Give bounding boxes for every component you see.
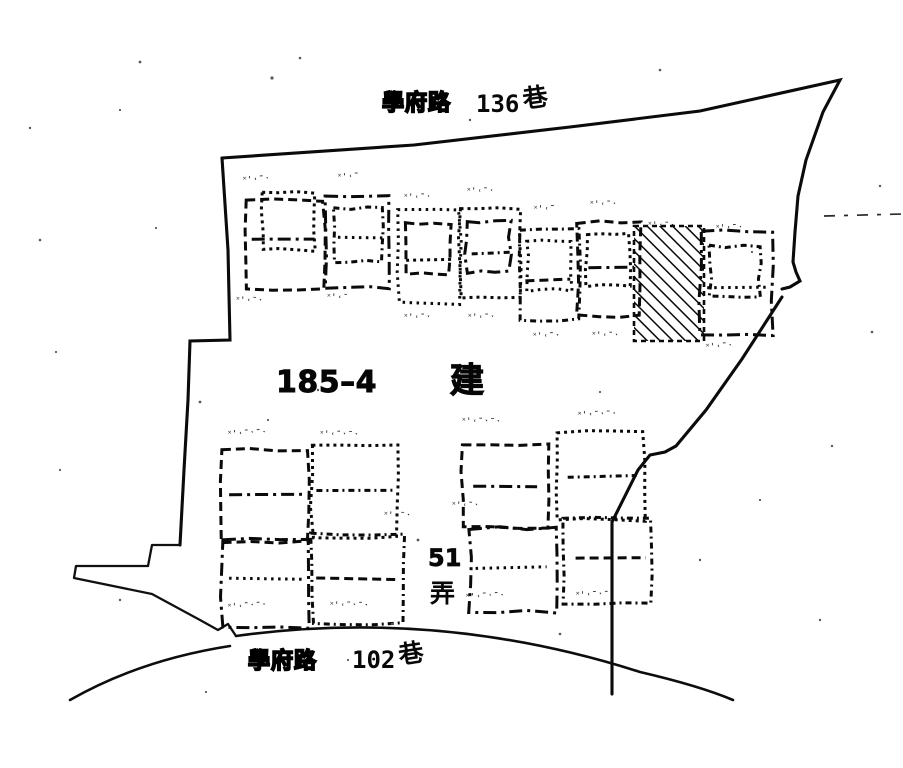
building-upper-u4-interior-partition — [472, 252, 512, 254]
street-bottom-suffix: 巷 — [395, 637, 426, 670]
parcel-micro-annotation: ˟ˈ˓ˉˑ — [243, 175, 271, 186]
parcel-micro-annotation: ˟ˈ˓ˉˑ — [384, 511, 412, 522]
street-bottom-number: 102 — [352, 646, 395, 674]
scan-speckle — [751, 251, 753, 253]
parcel-micro-annotation: ˟ˈ˓ˉˑ — [592, 331, 620, 342]
street-top-suffix: 巷 — [520, 82, 551, 114]
building-upper-u3-interior-partition — [406, 259, 455, 260]
building-cluster-lower-left — [220, 445, 404, 628]
scan-speckle — [469, 119, 471, 121]
building-lower-right-lr3-interior-partition — [476, 567, 547, 569]
building-upper-u7-interior-partition — [707, 287, 767, 288]
scan-speckle — [139, 61, 142, 64]
scan-speckle — [879, 185, 881, 187]
parcel-boundary-right-lower — [612, 297, 782, 694]
reference-leader-line — [824, 214, 903, 216]
parcel-micro-annotation: ˟ˈ˓ˉˑˉˑ — [576, 591, 616, 601]
parcel-micro-annotation: ˟ˈ˓ˉˑ — [716, 224, 744, 234]
scan-speckle — [599, 391, 601, 393]
building-cluster-lower-right — [461, 431, 652, 613]
scan-speckle — [391, 623, 393, 625]
building-upper-u7i-footprint — [709, 245, 761, 297]
parcel-micro-annotation: ˟ˈ˓ˉˑˉˑ — [330, 601, 370, 612]
scan-speckle — [270, 76, 273, 79]
scan-speckle — [199, 401, 202, 404]
scan-speckle — [659, 69, 662, 72]
parcel-micro-annotation: ˟ˈ˓ˉˑˉˑ — [578, 410, 618, 421]
parcel-micro-annotation: ˟ˈ˓ˉˑ — [467, 187, 495, 197]
parcel-micro-annotation: ˟ˈ˓ˉˑˉˑ — [462, 417, 502, 428]
parcel-micro-annotation: ˟ˈ˓ˉ — [327, 293, 349, 304]
parcel-id-label: 185–4 — [276, 365, 377, 400]
scan-speckle — [871, 331, 874, 334]
building-lower-right-lr2-interior-partition — [568, 476, 637, 478]
parcel-micro-annotation: ˟ˈ˓ˉˑ — [236, 296, 264, 307]
scan-speckle — [559, 633, 562, 636]
parcel-micro-annotation: ˟ˈ˓ˉˑ — [468, 313, 496, 324]
hatched-building-footprint — [634, 226, 704, 341]
scan-speckle — [155, 227, 157, 229]
lane-number-label: 51 — [428, 544, 461, 572]
building-upper-u3i-footprint — [405, 223, 451, 275]
building-upper-u5-interior-partition — [525, 279, 570, 281]
parcel-micro-annotation: ˟ˈ˓ˉˑˉˑ — [228, 429, 268, 440]
building-upper-u6-interior-partition — [588, 267, 634, 268]
parcel-micro-annotation: ˟ˈ˓ˉˑ — [404, 193, 432, 204]
parcel-micro-annotation: ˟ˈ˓ˉˑ — [404, 313, 432, 324]
scan-speckle — [759, 499, 761, 501]
parcel-micro-annotation: ˟ˈ˓ˉˑ — [452, 501, 480, 512]
label-street-top: 學府路 136 巷 — [382, 82, 551, 118]
building-lower-left-ll4-interior-partition — [316, 578, 395, 580]
parcel-boundary-left-upper — [180, 158, 230, 545]
building-lower-left-ll3-footprint — [221, 538, 310, 628]
scan-speckle — [347, 659, 349, 661]
scan-speckle — [55, 351, 57, 353]
parcel-micro-annotation: ˟ˈ˓ˉˑˉˑ — [228, 601, 268, 613]
building-upper-u4i-footprint — [465, 220, 512, 273]
scan-speckle — [205, 691, 207, 693]
scan-speckle — [267, 419, 269, 421]
scan-speckle — [119, 109, 121, 111]
building-lower-right-lr1-interior-partition — [473, 486, 537, 487]
building-upper-u6i-footprint — [585, 233, 630, 286]
parcel-micro-annotation: ˟ˈ˓ˉ — [338, 172, 360, 183]
parcel-micro-annotation: ˟ˈ˓ˉˑ — [533, 332, 561, 342]
land-use-label: 建 — [450, 361, 484, 401]
scan-speckle — [119, 599, 121, 601]
street-top-number: 136 — [476, 90, 519, 118]
scan-speckle — [819, 619, 821, 621]
street-top-name: 學府路 — [382, 90, 451, 116]
parcel-micro-annotation: ˟ˈ˓ˉˑ — [590, 200, 618, 211]
street-bottom-name: 學府路 — [248, 648, 317, 674]
scan-speckle — [39, 239, 42, 242]
scan-speckle — [417, 539, 420, 542]
parcel-micro-annotation: ˟ˈ˓ˉ — [534, 205, 556, 215]
building-upper-u2i-footprint — [333, 207, 383, 263]
parcel-micro-annotation: ˟ˈ˓ˉˑˉˑ — [466, 592, 506, 603]
building-upper-u2-interior-partition — [338, 237, 383, 238]
hatched-building-group — [634, 226, 704, 341]
parcel-micro-annotation: ˟ˈ˓ˉˑ — [648, 221, 676, 232]
parcel-boundary-left-lower-tail — [74, 545, 236, 636]
lane-char-label: 弄 — [430, 579, 455, 608]
label-street-bottom: 學府路 102 巷 — [248, 637, 427, 674]
scan-speckle — [29, 127, 31, 129]
building-upper-u5i-footprint — [527, 240, 572, 291]
building-lower-left-ll3-interior-partition — [229, 578, 304, 579]
scan-speckle — [299, 57, 302, 60]
scan-speckle — [699, 559, 701, 561]
scan-speckle — [831, 445, 833, 447]
parcel-micro-annotation: ˟ˈ˓ˉˑ — [706, 342, 734, 353]
parcel-micro-annotation: ˟ˈ˓ˉˑˉˑ — [320, 430, 360, 441]
scan-speckle — [59, 469, 61, 471]
